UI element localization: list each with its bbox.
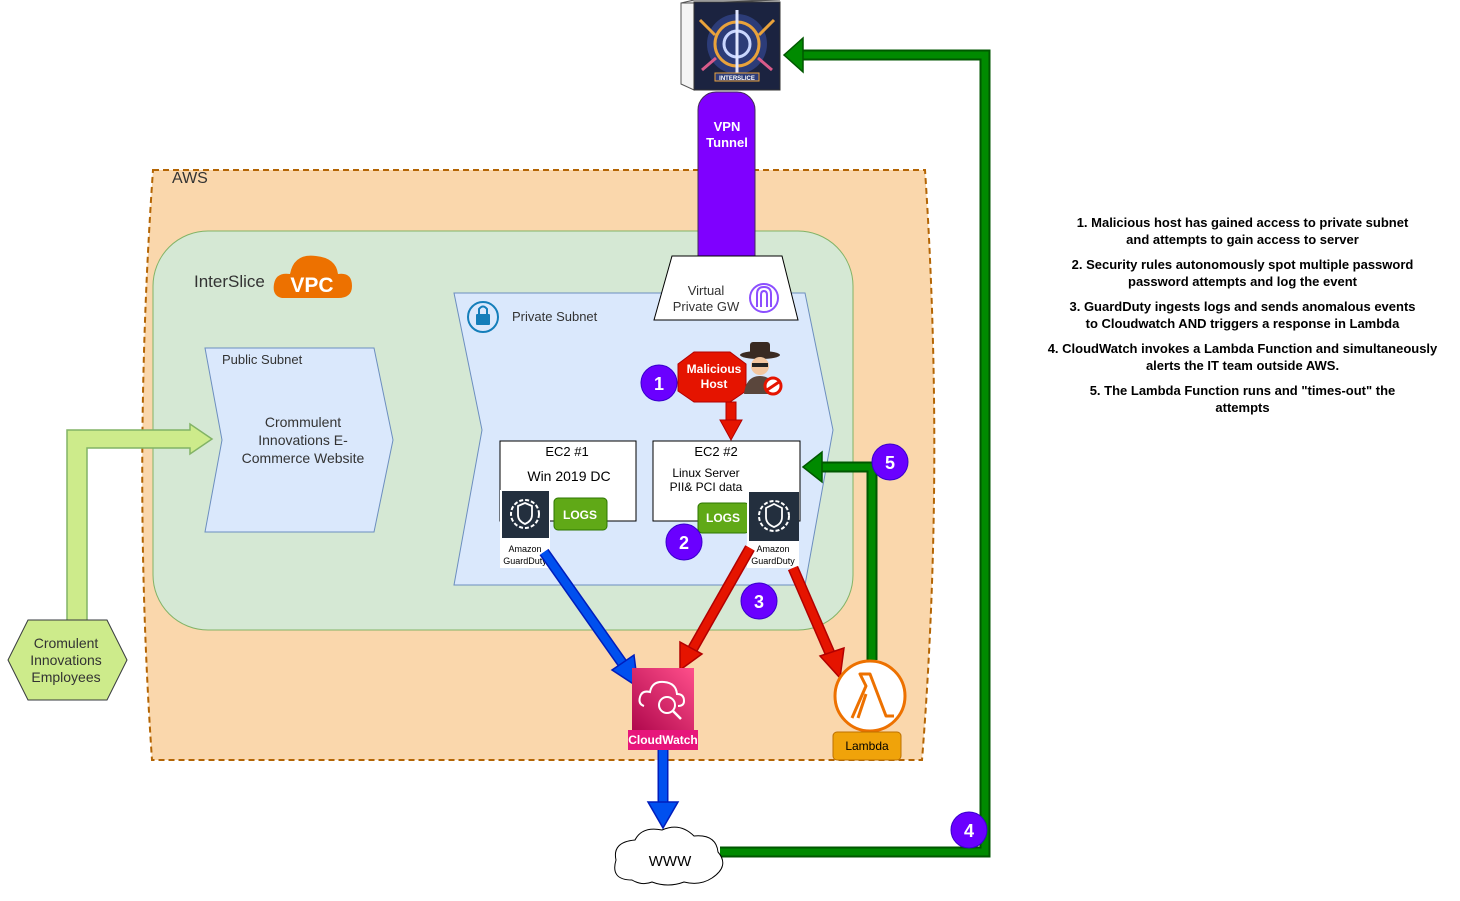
website-line-1: Crommulent [265, 414, 341, 430]
guardduty-2: Amazon GuardDuty [747, 490, 799, 568]
aws-label: AWS [172, 170, 208, 187]
step-badge-4: 4 [950, 811, 988, 849]
step-3-text: 3. GuardDuty ingests logs and sends anom… [1069, 299, 1416, 331]
svg-text:4: 4 [964, 821, 974, 841]
ec2-1-logs-label: LOGS [563, 508, 597, 522]
vpn-tunnel-line-1: VPN [714, 119, 741, 134]
vpc-cloud-icon: VPC [273, 255, 352, 298]
svg-text:5: 5 [885, 453, 895, 473]
malicious-host: Malicious Host [677, 342, 783, 403]
ec2-1-title: EC2 #1 [545, 444, 588, 459]
step-4-text: 4. CloudWatch invokes a Lambda Function … [1047, 341, 1438, 373]
ec2-1-logs-badge [553, 497, 608, 531]
ec2-1-subtitle: Win 2019 DC [527, 468, 610, 484]
website-line-2: Innovations E- [258, 432, 348, 448]
guardduty-2-icon [749, 492, 799, 541]
step-5-text: 5. The Lambda Function runs and "times-o… [1089, 383, 1396, 415]
svg-text:3: 3 [754, 592, 764, 612]
virtual-gw-line-2: Private GW [673, 299, 740, 314]
lambda-timeout-arrow [801, 450, 878, 660]
lambda-icon [833, 659, 907, 733]
guardduty-1-line-1: Amazon [508, 544, 541, 554]
employees-line-2: Innovations [30, 652, 102, 668]
vpc-badge: VPC [290, 274, 333, 297]
private-subnet-label: Private Subnet [512, 309, 598, 324]
vpn-gateway-icon [749, 283, 779, 313]
virtual-gw-line-1: Virtual [688, 283, 725, 298]
step-2-text: 2. Security rules autonomously spot mult… [1071, 257, 1414, 289]
guardduty-1-to-cloudwatch-arrow [539, 548, 639, 689]
employees-line-3: Employees [31, 669, 100, 685]
virtual-private-gateway: Virtual Private GW [653, 255, 799, 321]
vpc-name: InterSlice [194, 272, 265, 291]
www-label: WWW [649, 853, 692, 870]
hacker-icon [740, 342, 783, 396]
ec2-2-line-1: Linux Server [672, 466, 739, 480]
guardduty-1: Amazon GuardDuty [500, 490, 550, 568]
guardduty-2-to-cloudwatch-arrow [679, 545, 755, 672]
lambda-node: Lambda [832, 659, 907, 761]
step-badge-2: 2 [665, 523, 703, 561]
guardduty-2-line-2: GuardDuty [751, 556, 795, 566]
step-1-text: 1. Malicious host has gained access to p… [1076, 215, 1409, 247]
alert-it-team-arrow [720, 36, 991, 858]
attack-arrow [719, 401, 743, 442]
ec2-2-logs-label: LOGS [706, 511, 740, 525]
employees-node: Cromulent Innovations Employees [7, 619, 128, 701]
step-badge-5: 5 [871, 443, 909, 481]
cloudwatch-node: CloudWatch [628, 668, 698, 750]
ec2-instance-1: EC2 #1 Win 2019 DC LOGS [499, 440, 637, 531]
step-badge-1: 1 [640, 364, 678, 402]
svg-text:2: 2 [679, 533, 689, 553]
svg-text:1: 1 [654, 374, 664, 394]
ec2-2-title: EC2 #2 [694, 444, 737, 459]
www-cloud: WWW [614, 826, 724, 886]
guardduty-2-line-1: Amazon [756, 544, 789, 554]
public-subnet: Public Subnet Crommulent Innovations E- … [204, 347, 394, 533]
lock-icon [467, 301, 499, 333]
malicious-host-line-2: Host [701, 377, 728, 391]
interslice-logo: INTERSLICE [680, 0, 781, 91]
public-subnet-label: Public Subnet [222, 352, 303, 367]
ec2-instance-2: EC2 #2 Linux Server PII& PCI data LOGS [652, 440, 801, 534]
step-badge-3: 3 [740, 582, 778, 620]
employees-access-arrow [66, 422, 214, 623]
steps-legend: 1. Malicious host has gained access to p… [1025, 214, 1460, 424]
cloudwatch-to-www-arrow [646, 750, 680, 830]
vpn-tunnel: VPN Tunnel [697, 91, 756, 279]
vpn-tunnel-line-2: Tunnel [706, 135, 748, 150]
logo-text: INTERSLICE [719, 76, 755, 82]
malicious-host-line-1: Malicious [687, 362, 742, 376]
employees-line-1: Cromulent [34, 635, 99, 651]
guardduty-2-to-lambda-arrow [787, 565, 845, 680]
ec2-2-line-2: PII& PCI data [670, 480, 743, 494]
cloudwatch-label: CloudWatch [628, 733, 698, 747]
guardduty-1-icon [502, 491, 549, 538]
guardduty-1-line-2: GuardDuty [503, 556, 547, 566]
website-line-3: Commerce Website [242, 450, 365, 466]
lambda-label: Lambda [845, 739, 889, 753]
